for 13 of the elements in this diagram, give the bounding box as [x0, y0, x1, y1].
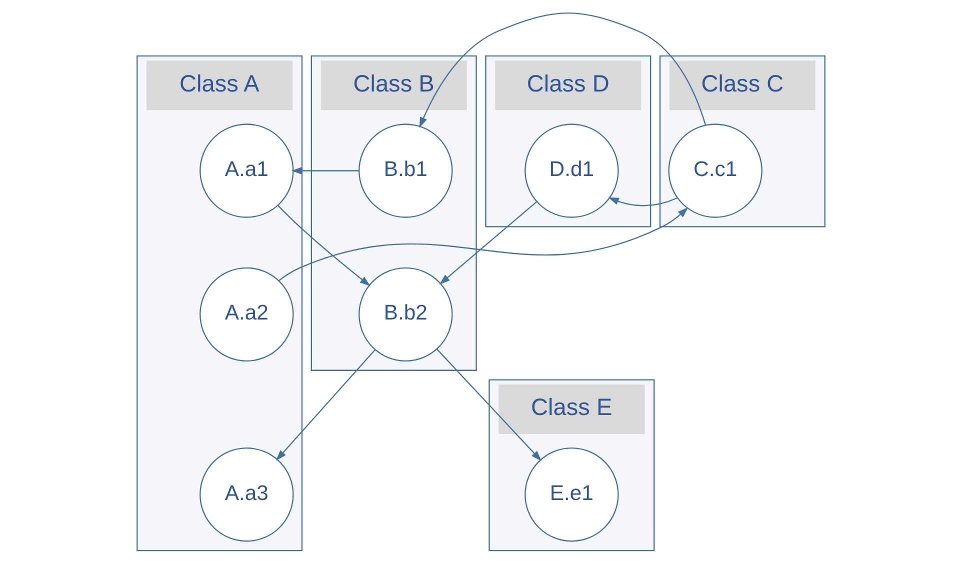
arrow: [419, 12, 706, 128]
arrow: [278, 205, 370, 286]
arrow: [276, 349, 376, 461]
node-circle: E.e1: [524, 448, 619, 542]
arrow: [439, 201, 537, 284]
arrow: [608, 197, 678, 206]
node-circle: A.a1: [200, 124, 294, 218]
arrow: [278, 207, 688, 282]
arrow: [436, 348, 542, 462]
node-circle: B.b1: [358, 124, 453, 218]
node-circle: A.a3: [200, 448, 294, 542]
arrow: [291, 167, 360, 174]
node-circle: A.a2: [200, 267, 294, 362]
